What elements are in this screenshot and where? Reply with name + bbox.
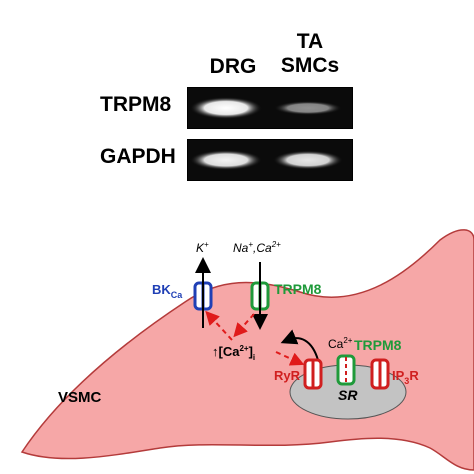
gel-row-label-trpm8: TRPM8 bbox=[100, 93, 172, 116]
k-ion-label: K+ bbox=[196, 240, 209, 255]
k-ion-sup: + bbox=[204, 240, 209, 249]
na-ion-text: Na bbox=[233, 241, 249, 255]
trpm8-membrane-label: TRPM8 bbox=[274, 281, 322, 297]
gel-bands-trpm8 bbox=[190, 97, 342, 119]
ip3r-text-b: R bbox=[409, 368, 419, 383]
ca-ion-text: ,Ca bbox=[253, 241, 272, 255]
ip3r-text-a: IP bbox=[392, 368, 405, 383]
bkca-main: BK bbox=[152, 282, 171, 297]
gel-col-2-line2: SMCs bbox=[280, 54, 340, 77]
bkca-sub: Ca bbox=[171, 290, 183, 300]
ryr-label: RyR bbox=[274, 368, 301, 383]
ip3r-channel bbox=[370, 358, 390, 390]
ip3r-sub: 3 bbox=[404, 376, 409, 386]
ip3r-label: IP3R bbox=[392, 368, 419, 386]
gel-row-label-gapdh: GAPDH bbox=[100, 145, 176, 168]
gel-col-2-line1: TA bbox=[296, 30, 324, 53]
cai-close: ] bbox=[249, 344, 253, 359]
cai-sup: 2+ bbox=[239, 344, 248, 353]
ca-release-sup: 2+ bbox=[343, 336, 352, 345]
band-trpm8-ta-smcs bbox=[274, 101, 342, 115]
trpm8-to-cai-arrow bbox=[233, 313, 255, 338]
gel-col-2-header: TA SMCs bbox=[270, 30, 350, 78]
band-trpm8-drg bbox=[190, 97, 262, 119]
cai-sub: i bbox=[253, 353, 255, 362]
ca-release-label: Ca2+ bbox=[328, 336, 353, 351]
ca-ion-sup: 2+ bbox=[271, 240, 281, 249]
gel-bands-gapdh bbox=[190, 150, 343, 170]
ca-release-curved-arrow bbox=[280, 329, 319, 361]
bkca-label: BKCa bbox=[152, 282, 183, 300]
ca-release-text: Ca bbox=[328, 337, 344, 351]
trpm8-sr-channel bbox=[336, 354, 356, 386]
gel-col-1-header: DRG bbox=[200, 55, 266, 79]
gel-panel-gapdh bbox=[187, 139, 353, 181]
band-gapdh-ta-smcs bbox=[273, 150, 343, 170]
na-ca-ion-label: Na+,Ca2+ bbox=[233, 240, 281, 255]
vsmc-label: VSMC bbox=[58, 389, 102, 406]
ryr-channel bbox=[303, 358, 323, 390]
band-gapdh-drg bbox=[190, 150, 262, 170]
sr-label: SR bbox=[338, 387, 358, 403]
gel-col-1-line2: DRG bbox=[209, 55, 257, 78]
cai-label: ↑[Ca2+]i bbox=[212, 344, 255, 362]
cai-to-bkca-arrow bbox=[205, 310, 233, 341]
trpm8-sr-label: TRPM8 bbox=[354, 337, 402, 353]
na-ion-sup: + bbox=[248, 240, 253, 249]
cai-to-ryr-arrow bbox=[275, 351, 305, 366]
k-ion-text: K bbox=[196, 241, 205, 255]
gel-panel-trpm8 bbox=[187, 87, 353, 129]
cai-text: ↑[Ca bbox=[212, 344, 240, 359]
